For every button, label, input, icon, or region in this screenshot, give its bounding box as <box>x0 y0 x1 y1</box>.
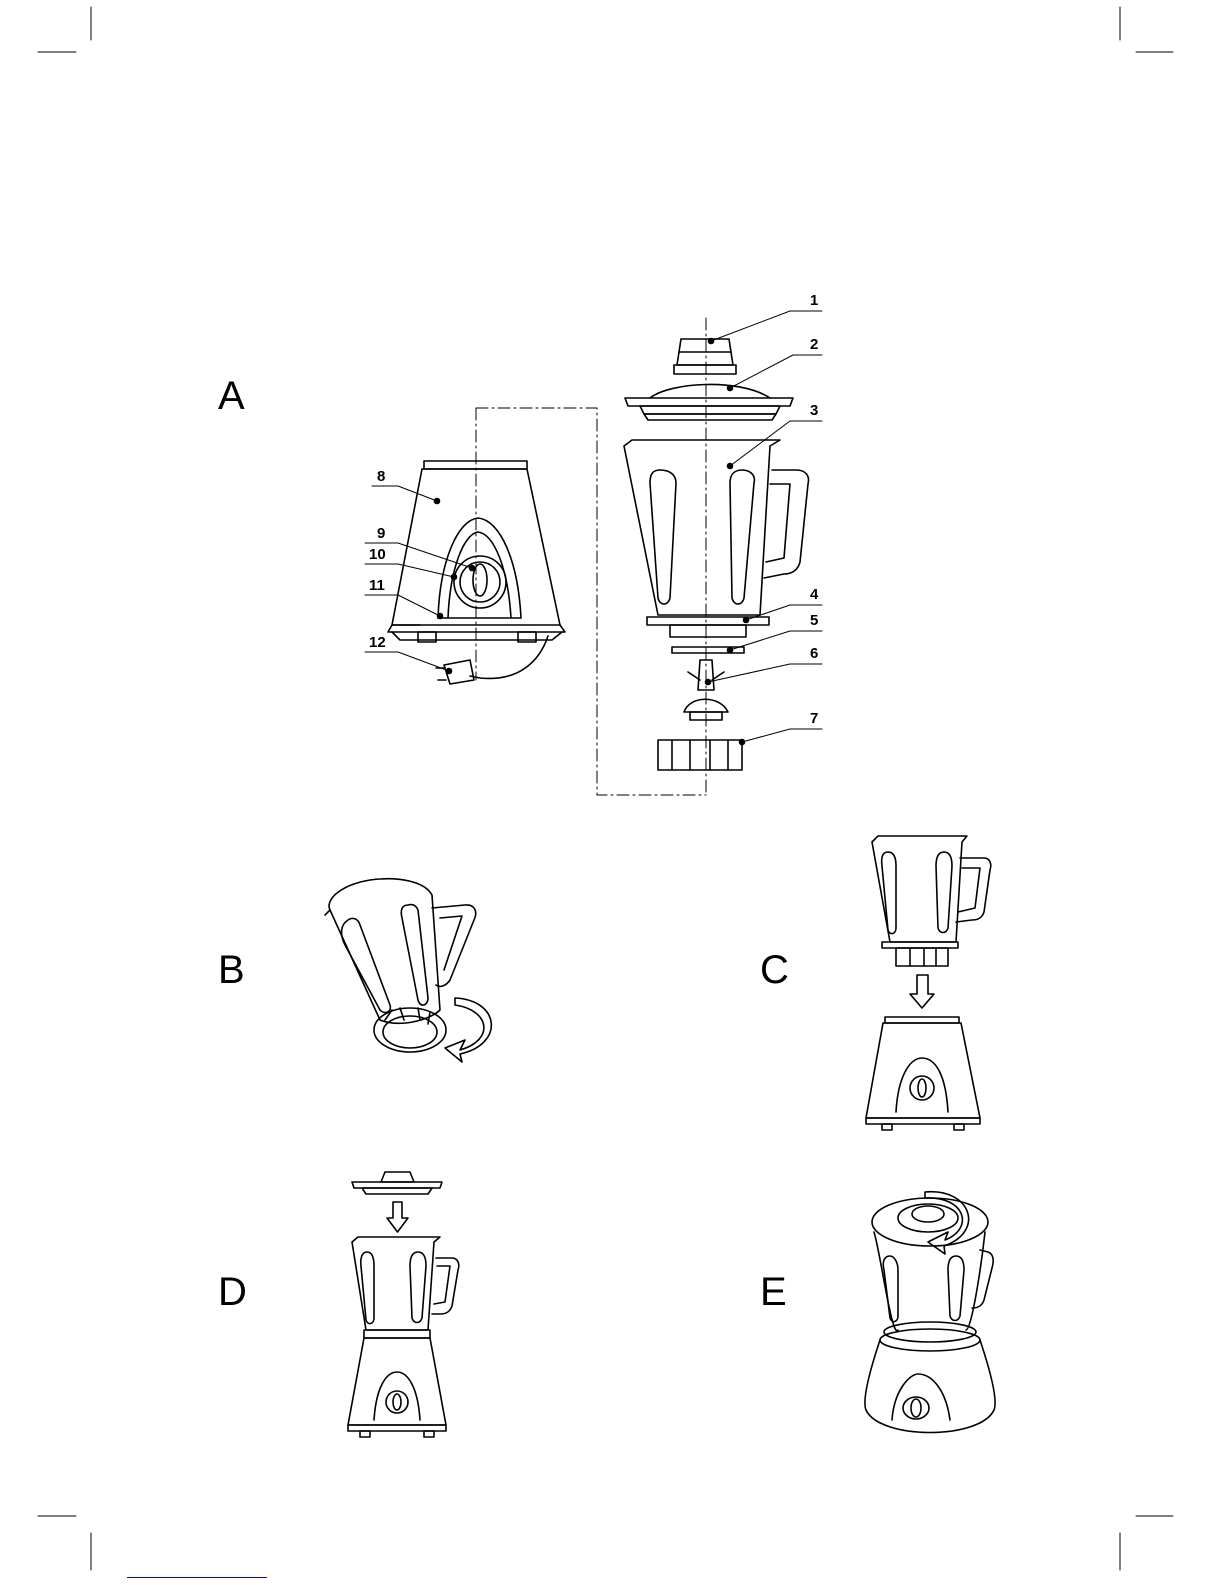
figure-b-tilted-jug <box>325 879 491 1062</box>
part-number-1: 1 <box>810 293 818 308</box>
section-label-b: B <box>218 950 245 990</box>
bottom-collar <box>658 740 745 771</box>
section-label-d: D <box>218 1272 247 1312</box>
part-number-11: 11 <box>369 578 385 593</box>
figure-c-jug-onto-base <box>866 836 991 1130</box>
figure-a-exploded-view <box>365 311 822 795</box>
section-label-a: A <box>218 376 245 416</box>
measuring-cap <box>674 339 736 375</box>
down-arrow-icon <box>910 975 934 1008</box>
blender-jug <box>624 440 809 615</box>
rotation-arrow-icon <box>925 1192 969 1254</box>
link-underline <box>127 1577 267 1578</box>
part-number-12: 12 <box>369 635 386 650</box>
section-label-c: C <box>760 950 789 990</box>
base-plate <box>647 617 769 637</box>
blade-assembly <box>684 660 728 720</box>
part-number-9: 9 <box>377 526 385 541</box>
crop-mark-icon <box>38 7 1173 1570</box>
part-number-7: 7 <box>810 711 818 726</box>
section-label-e: E <box>760 1272 787 1312</box>
part-number-8: 8 <box>377 469 385 484</box>
part-number-3: 3 <box>810 403 818 418</box>
part-number-10: 10 <box>369 547 386 562</box>
part-number-6: 6 <box>810 646 818 661</box>
part-number-2: 2 <box>810 337 818 352</box>
part-number-4: 4 <box>810 587 818 602</box>
figure-d-lid-onto-jug <box>348 1172 459 1437</box>
figure-e-lock-lid <box>865 1192 995 1433</box>
lid <box>625 384 793 420</box>
rotation-arrow-icon <box>445 998 491 1062</box>
gasket <box>672 647 744 653</box>
part-number-5: 5 <box>810 613 818 628</box>
leader-lines <box>365 311 822 742</box>
down-arrow-icon <box>387 1202 408 1232</box>
